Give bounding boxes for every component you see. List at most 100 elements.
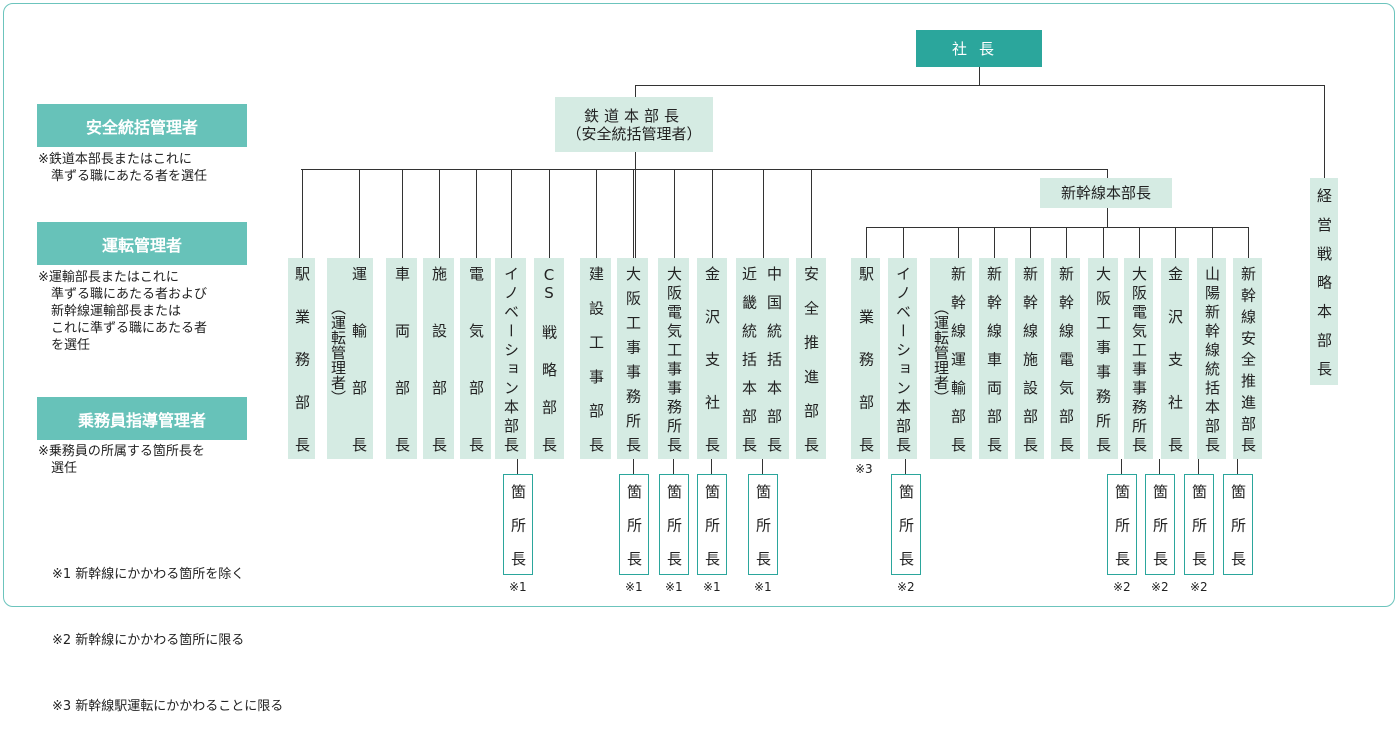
connector — [549, 169, 550, 258]
connector — [1066, 227, 1067, 258]
connector — [711, 459, 712, 474]
note-mark: ※2 — [1190, 580, 1208, 594]
department-box — [495, 258, 526, 459]
department-box — [888, 258, 917, 459]
note-mark: ※1 — [754, 580, 772, 594]
connector — [359, 169, 360, 258]
department-box — [288, 258, 315, 459]
shinkansen-hq-title: 新幹線本部長 — [1060, 184, 1151, 202]
note-mark: ※2 — [1113, 580, 1131, 594]
connector — [633, 169, 634, 258]
department-box — [580, 258, 611, 459]
department-label: 中国統括本部長 — [765, 266, 783, 452]
connector — [1107, 169, 1108, 178]
legend-title: 乗務員指導管理者 — [77, 410, 206, 430]
footnote: ※2 新幹線にかかわる箇所に限る — [52, 633, 245, 648]
office-head-box — [659, 474, 689, 575]
department-sub-label: （運転管理者） — [329, 300, 347, 405]
department-label: 大阪工事事務所長 — [624, 266, 642, 452]
footnote: ※1 新幹線にかかわる箇所を除く — [52, 567, 245, 582]
department-label: 大阪電気工事事務所長 — [665, 266, 683, 452]
connector — [1121, 459, 1122, 474]
railway-hq-title: 鉄道本部長 — [583, 106, 684, 125]
legend-title: 運転管理者 — [101, 235, 182, 255]
connector — [979, 67, 980, 85]
connector — [1248, 227, 1249, 258]
connector — [596, 169, 597, 258]
office-head-box — [503, 474, 533, 575]
connector — [476, 169, 477, 258]
legend-operation-manager: 運転管理者 — [37, 222, 247, 265]
connector — [811, 169, 812, 258]
department-label: 大阪工事事務所長 — [1094, 266, 1112, 452]
connector — [905, 459, 906, 474]
office-head-label: 箇所長 — [665, 484, 683, 566]
connector — [439, 169, 440, 258]
department-box — [1124, 258, 1153, 459]
legend-title: 安全統括管理者 — [85, 117, 198, 137]
department-box — [796, 258, 826, 459]
office-head-label: 箇所長 — [897, 484, 915, 566]
department-label: CS戦略部長 — [540, 266, 558, 452]
department-label: イノベーション本部長 — [894, 266, 912, 452]
department-label: 車両部長 — [393, 266, 411, 452]
office-head-box — [1223, 474, 1253, 575]
department-sub-label: （運転管理者） — [932, 300, 950, 405]
department-box — [423, 258, 454, 459]
connector — [1198, 459, 1199, 474]
note-mark: ※2 — [897, 580, 915, 594]
shinkansen-hq-box: 新幹線本部長 — [1040, 178, 1172, 208]
department-box — [460, 258, 491, 459]
office-head-box — [619, 474, 649, 575]
legend-note: ※鉄道本部長またはこれに 準ずる職にあたる者を選任 — [38, 152, 208, 184]
office-head-label: 箇所長 — [1229, 484, 1247, 566]
legend-note: ※乗務員の所属する箇所長を 選任 — [38, 444, 205, 476]
connector — [1030, 227, 1031, 258]
note-mark: ※1 — [665, 580, 683, 594]
department-box — [1051, 258, 1080, 459]
connector — [994, 227, 995, 258]
office-head-label: 箇所長 — [703, 484, 721, 566]
office-head-box — [1184, 474, 1214, 575]
connector — [674, 169, 675, 258]
chart-frame — [3, 3, 1395, 607]
department-label: 金沢支社長 — [1166, 266, 1184, 452]
department-label: 駅業務部長 — [857, 266, 875, 452]
connector — [635, 152, 636, 258]
railway-hq-box: 鉄道本部長 （安全統括管理者） — [555, 97, 713, 152]
department-box — [534, 258, 564, 459]
legend-crew-manager: 乗務員指導管理者 — [37, 397, 247, 440]
connector — [866, 227, 867, 258]
office-head-label: 箇所長 — [625, 484, 643, 566]
legend-safety-manager: 安全統括管理者 — [37, 104, 247, 147]
connector — [958, 227, 959, 258]
connector — [402, 169, 403, 258]
connector — [1175, 227, 1176, 258]
connector — [903, 227, 904, 258]
connector — [633, 459, 634, 474]
department-box — [658, 258, 689, 459]
footnotes: ※1 新幹線にかかわる箇所を除く ※2 新幹線にかかわる箇所に限る ※3 新幹線… — [52, 520, 283, 740]
department-box — [1197, 258, 1226, 459]
note-mark: ※1 — [625, 580, 643, 594]
department-label: 新幹線安全推進部長 — [1239, 266, 1257, 452]
office-head-box — [697, 474, 727, 575]
connector — [517, 459, 518, 474]
corporate-strategy-box: 経営戦略本部長 — [1310, 178, 1338, 385]
department-label: 建設工事部長 — [587, 266, 605, 452]
department-box — [697, 258, 727, 459]
department-label: 山陽新幹線統括本部長 — [1203, 266, 1221, 452]
department-box — [1233, 258, 1262, 459]
connector — [866, 227, 1248, 228]
note-mark: ※2 — [1151, 580, 1169, 594]
connector — [301, 169, 1108, 170]
department-box — [736, 258, 789, 459]
connector — [1237, 459, 1238, 474]
president-label: 社長 — [951, 40, 1006, 58]
department-label: 駅業務部長 — [293, 266, 311, 452]
connector — [762, 459, 763, 474]
corporate-strategy-label: 経営戦略本部長 — [1315, 188, 1333, 376]
department-box — [1015, 258, 1044, 459]
connector — [1103, 227, 1104, 258]
president-box: 社長 — [916, 30, 1042, 67]
